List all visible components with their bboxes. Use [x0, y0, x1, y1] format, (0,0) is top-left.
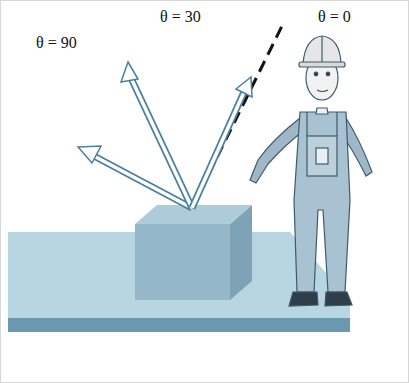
floor-edge	[8, 318, 350, 332]
arrow-30	[121, 62, 192, 208]
angle-label: θ = 90	[36, 34, 77, 52]
angle-label: θ = 30	[160, 8, 201, 26]
arrow-0	[192, 77, 252, 208]
worker-figure	[250, 36, 372, 306]
angle-label: θ = 0	[318, 8, 351, 26]
cube-front	[135, 224, 230, 300]
dashed-line	[192, 22, 284, 208]
